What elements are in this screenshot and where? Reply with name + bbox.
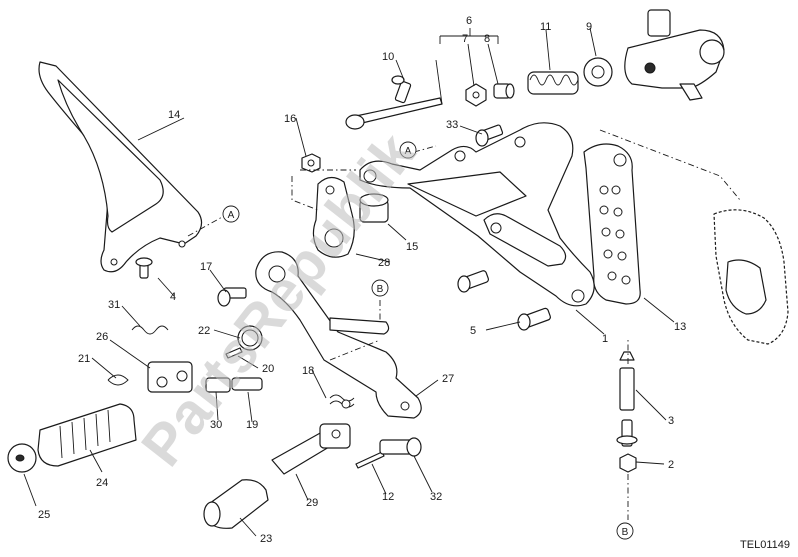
bushing-15 (359, 193, 389, 223)
callout-30: 30 (210, 419, 222, 431)
callout-31: 31 (108, 299, 120, 311)
callout-6: 6 (466, 15, 472, 27)
callout-9: 9 (586, 21, 592, 33)
callout-32: 32 (430, 491, 442, 503)
nut-2 (619, 453, 637, 473)
svg-text:B: B (377, 284, 384, 295)
screw-5-lower (517, 307, 551, 331)
ring-22 (237, 325, 263, 351)
screw-5-upper (457, 270, 490, 293)
callout-2: 2 (668, 459, 674, 471)
bolt-3 (616, 351, 638, 447)
callout-23: 23 (260, 533, 272, 545)
shift-rubber (203, 479, 269, 529)
master-cylinder (624, 9, 725, 101)
heel-plate (583, 143, 641, 305)
pivot-lever (312, 176, 355, 258)
callout-20: 20 (262, 363, 274, 375)
callout-15: 15 (406, 241, 418, 253)
callout-7: 7 (462, 33, 468, 45)
pin-12 (355, 451, 385, 469)
nut-7 (465, 83, 487, 107)
callout-11: 11 (540, 21, 551, 33)
callout-33: 33 (446, 119, 458, 131)
footpeg-cap-25 (7, 443, 37, 473)
shift-lever (255, 251, 422, 419)
ref-b-bottom: B (616, 522, 634, 540)
callout-19: 19 (246, 419, 258, 431)
screw-10 (391, 75, 412, 104)
callout-10: 10 (382, 51, 394, 63)
pin-32 (379, 437, 422, 457)
spring-18 (329, 394, 355, 409)
footpeg-pivot (147, 361, 193, 393)
callout-26: 26 (96, 331, 108, 343)
callout-1: 1 (602, 333, 608, 345)
callout-17: 17 (200, 261, 212, 273)
spring-31 (131, 325, 169, 335)
ref-b-mid: B (371, 279, 389, 297)
spring-11 (527, 71, 579, 95)
svg-text:A: A (405, 146, 412, 157)
cover-right (713, 209, 789, 345)
callout-28: 28 (378, 257, 390, 269)
heel-guard (38, 61, 203, 273)
callout-5: 5 (470, 325, 476, 337)
callout-4: 4 (170, 291, 176, 303)
callout-25: 25 (38, 509, 50, 521)
callout-16: 16 (284, 113, 296, 125)
bushing-8 (493, 83, 515, 99)
ref-a-top: A (399, 141, 417, 159)
ref-a-left: A (222, 205, 240, 223)
screw-33 (475, 124, 504, 147)
callout-24: 24 (96, 477, 108, 489)
callout-27: 27 (442, 373, 454, 385)
svg-text:B: B (622, 527, 629, 538)
drawing-code: TEL01149 (740, 539, 790, 551)
screw-17 (217, 287, 247, 307)
pin-19 (231, 377, 263, 391)
seal-9 (583, 57, 613, 87)
pin-30 (205, 377, 231, 393)
callout-29: 29 (306, 497, 318, 509)
footpeg-bracket (359, 122, 595, 307)
svg-text:A: A (228, 210, 235, 221)
pushrod-bolt (345, 97, 443, 130)
callout-3: 3 (668, 415, 674, 427)
pin-20 (225, 347, 243, 359)
footpeg-24 (37, 403, 137, 467)
callout-13: 13 (674, 321, 686, 333)
callout-22: 22 (198, 325, 210, 337)
shift-peg (271, 423, 351, 475)
callout-14: 14 (168, 109, 180, 121)
callout-18: 18 (302, 365, 314, 377)
screw-4 (135, 257, 153, 279)
nut-16 (301, 153, 321, 173)
clip-21 (107, 374, 129, 386)
callout-12: 12 (382, 491, 394, 503)
callout-8: 8 (484, 33, 490, 45)
callout-21: 21 (78, 353, 90, 365)
